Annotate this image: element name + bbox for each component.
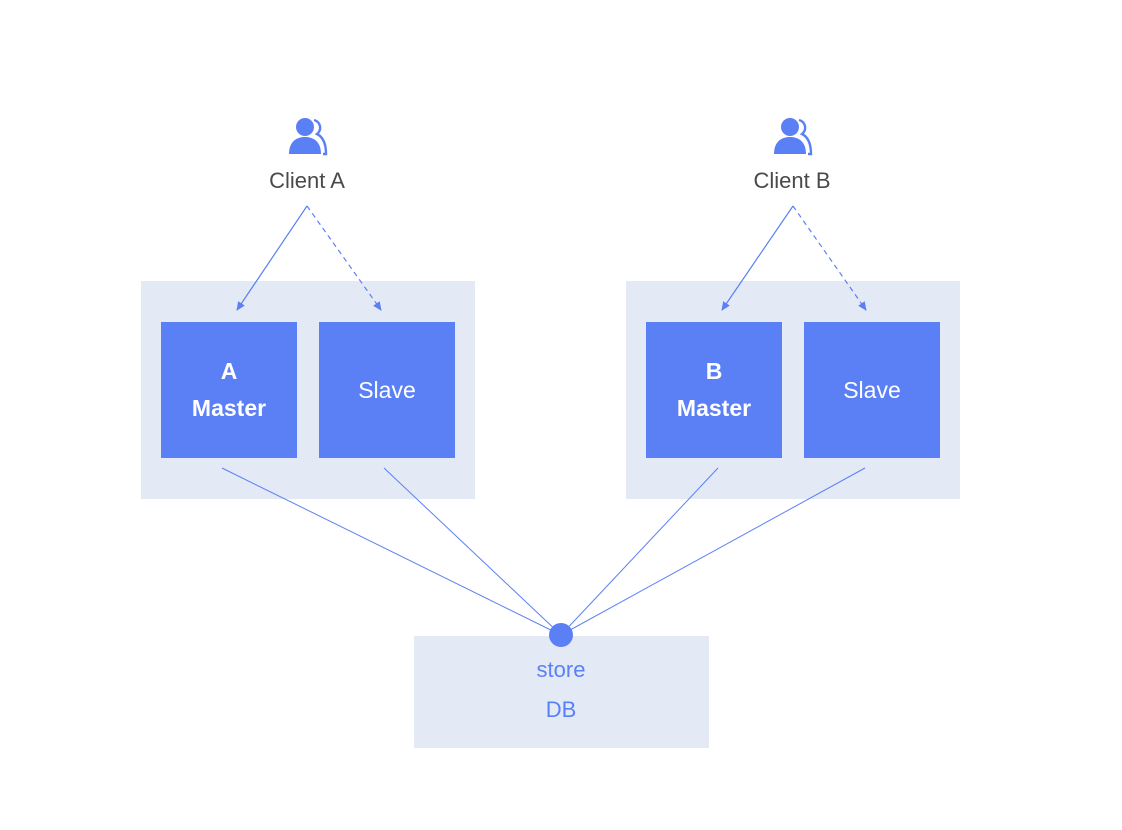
db-label: DB <box>545 697 577 722</box>
a-slave-node-label: Slave <box>358 376 416 403</box>
a-master-node-line2: Master <box>191 395 267 421</box>
client-a-label: Client A <box>269 168 345 193</box>
a-master-to-store-line <box>221 467 562 636</box>
b-slave-node: Slave <box>804 322 940 458</box>
b-master-node: B Master <box>646 322 782 458</box>
client-a-to-master-arrow <box>236 205 308 311</box>
a-slave-node: Slave <box>319 322 455 458</box>
client-a-to-slave-arrow <box>306 205 382 311</box>
b-master-node-line2: Master <box>676 395 752 421</box>
client-b-to-master-arrow <box>721 205 794 311</box>
store-label: store <box>536 657 586 682</box>
user-icon <box>289 118 328 156</box>
a-master-node-line1: A <box>220 358 238 384</box>
b-slave-to-store-line <box>560 467 866 636</box>
a-slave-to-store-line <box>383 467 562 636</box>
user-icon <box>774 118 813 156</box>
b-master-to-store-line <box>560 467 719 636</box>
client-b-label: Client B <box>753 168 831 193</box>
client-b-to-slave-arrow <box>792 205 867 311</box>
b-master-node-line1: B <box>705 358 723 384</box>
a-master-node: A Master <box>161 322 297 458</box>
store-container <box>414 636 709 748</box>
store-connection-dot <box>549 623 573 647</box>
b-slave-node-label: Slave <box>843 376 901 403</box>
